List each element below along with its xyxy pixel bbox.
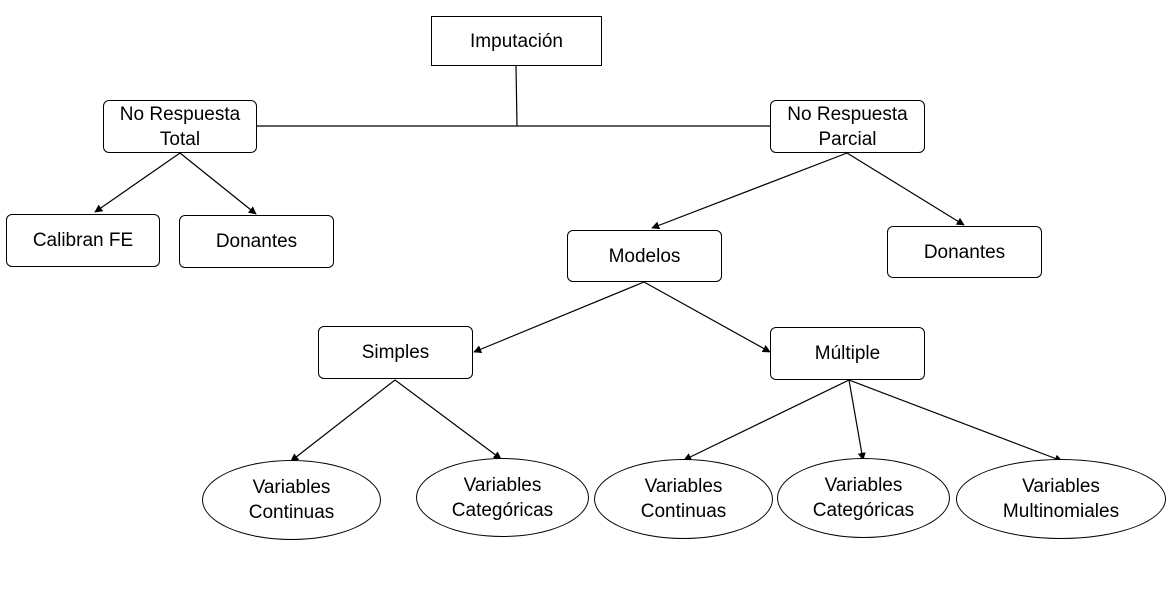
node-multiple-label: Múltiple [814,343,881,364]
node-no-respuesta-total: No Respuesta Total [103,100,257,153]
node-modelos-label: Modelos [608,245,681,267]
node-multiple-variables-categoricas-label: Variables Categóricas [812,475,915,521]
arrow-simples-to-continuas [290,379,396,462]
arrow-total-to-calibran [94,152,181,213]
node-multiple: Múltiple [770,327,925,380]
arrow-multiple-to-multinomiales [848,379,1063,463]
node-simples: Simples [318,326,473,379]
arrow-modelos-to-simples [473,281,645,353]
node-donantes-parcial: Donantes [887,226,1042,278]
node-multiple-variables-continuas: Variables Continuas [594,459,773,539]
node-simples-variables-categoricas-label: Variables Categóricas [451,474,554,521]
node-imputacion: Imputación [431,16,602,66]
node-donantes-parcial-label: Donantes [923,241,1006,263]
node-simples-variables-categoricas: Variables Categóricas [416,458,589,537]
node-multiple-variables-multinomiales-label: Variables Multinomiales [1002,476,1120,522]
node-no-respuesta-parcial-label: No Respuesta Parcial [787,103,908,150]
arrow-multiple-to-categoricas [848,379,866,461]
node-multiple-variables-categoricas: Variables Categóricas [777,458,950,538]
node-donantes-total: Donantes [179,215,334,268]
arrow-multiple-to-continuas [683,379,850,461]
node-simples-variables-continuas-label: Variables Continuas [248,477,335,523]
node-no-respuesta-total-label: No Respuesta Total [119,103,241,150]
arrow-parcial-to-modelos [651,152,848,230]
node-calibran-fe-label: Calibran FE [32,230,134,251]
node-no-respuesta-parcial: No Respuesta Parcial [770,100,925,153]
arrow-parcial-to-donantes [846,152,965,226]
connector-root-stem [515,65,518,127]
node-imputacion-label: Imputación [470,30,563,52]
node-modelos: Modelos [567,230,722,282]
node-multiple-variables-continuas-label: Variables Continuas [640,476,727,522]
node-multiple-variables-multinomiales: Variables Multinomiales [956,459,1166,539]
node-donantes-total-label: Donantes [215,231,298,252]
arrow-simples-to-categoricas [394,379,502,460]
node-simples-label: Simples [361,342,430,363]
arrow-modelos-to-multiple [643,281,771,353]
arrow-total-to-donantes [179,152,257,215]
node-calibran-fe: Calibran FE [6,214,160,267]
node-simples-variables-continuas: Variables Continuas [202,460,381,540]
